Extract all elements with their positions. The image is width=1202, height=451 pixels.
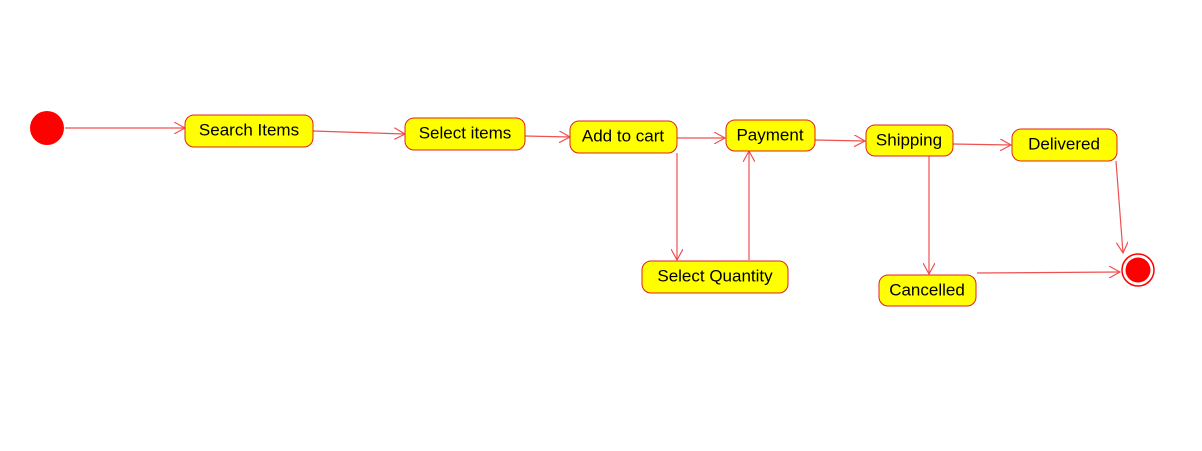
activity-payment: Payment	[725, 119, 816, 152]
activity-select-items: Select items	[404, 117, 526, 151]
end-node	[1121, 253, 1155, 287]
edge-delivered-to-end	[1115, 160, 1123, 253]
activity-label: Select items	[419, 123, 512, 142]
activity-label: Add to cart	[582, 126, 664, 145]
activity-search-items: Search Items	[184, 114, 314, 148]
activity-shipping: Shipping	[865, 124, 954, 157]
activity-delivered: Delivered	[1011, 128, 1118, 162]
activity-label: Select Quantity	[657, 266, 773, 285]
edge-cancelled-to-end	[976, 272, 1120, 273]
edge-shipping-to-delivered	[952, 144, 1011, 145]
start-node	[30, 111, 64, 145]
activity-cancelled: Cancelled	[878, 274, 977, 307]
edge-search-to-select-items	[312, 131, 405, 134]
edge-payment-to-shipping	[814, 140, 865, 141]
activity-add-to-cart: Add to cart	[569, 120, 678, 154]
activity-label: Cancelled	[889, 280, 965, 299]
transitions	[65, 128, 1123, 274]
activity-label: Search Items	[199, 120, 299, 139]
activity-label: Shipping	[876, 130, 942, 149]
activity-label: Payment	[736, 125, 803, 144]
activity-select-quantity: Select Quantity	[641, 260, 789, 294]
edge-select-items-to-add-cart	[524, 136, 570, 137]
activity-label: Delivered	[1028, 134, 1100, 153]
